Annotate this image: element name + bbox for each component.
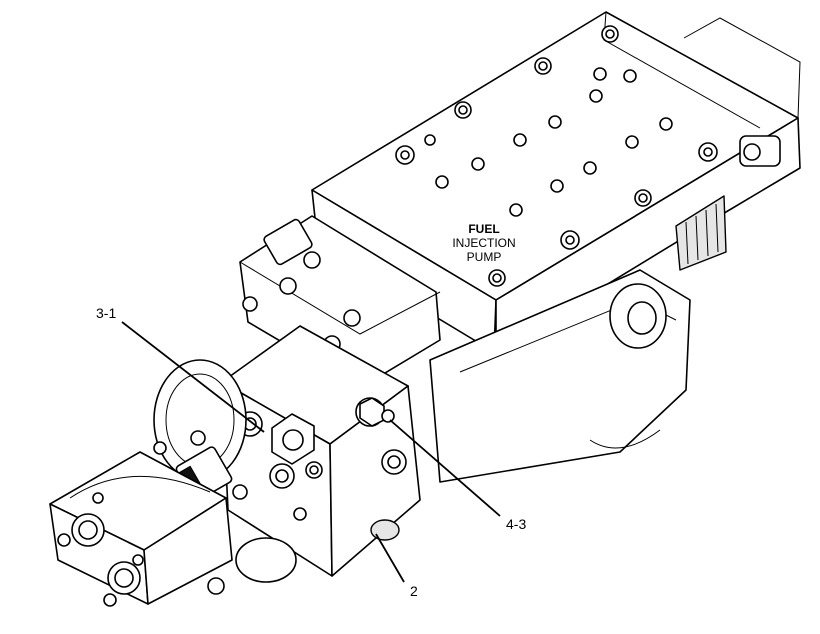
- leader-3-1: [121, 321, 265, 433]
- leader-2: [375, 533, 405, 583]
- callout-3-1: 3-1: [96, 305, 116, 321]
- callout-labels: 3-1 4-3 2: [96, 305, 526, 599]
- end-port: [743, 143, 761, 161]
- callout-leaders: [121, 321, 501, 583]
- callout-2: 2: [410, 583, 418, 599]
- housing-bolts: [395, 25, 718, 287]
- plate-line-2: INJECTION: [452, 236, 515, 250]
- pump-housing: [311, 11, 801, 353]
- port-4-3: [381, 409, 395, 423]
- gear-pump: [49, 451, 297, 607]
- plate-line-3: PUMP: [467, 250, 502, 264]
- pump-nameplate: FUEL INJECTION PUMP: [452, 222, 515, 264]
- leader-4-3: [389, 419, 501, 517]
- drain-plug: [207, 577, 225, 595]
- valve-block: [221, 325, 421, 577]
- plate-line-1: FUEL: [468, 222, 499, 236]
- callout-4-3: 4-3: [506, 516, 526, 532]
- lower-body: [429, 269, 691, 483]
